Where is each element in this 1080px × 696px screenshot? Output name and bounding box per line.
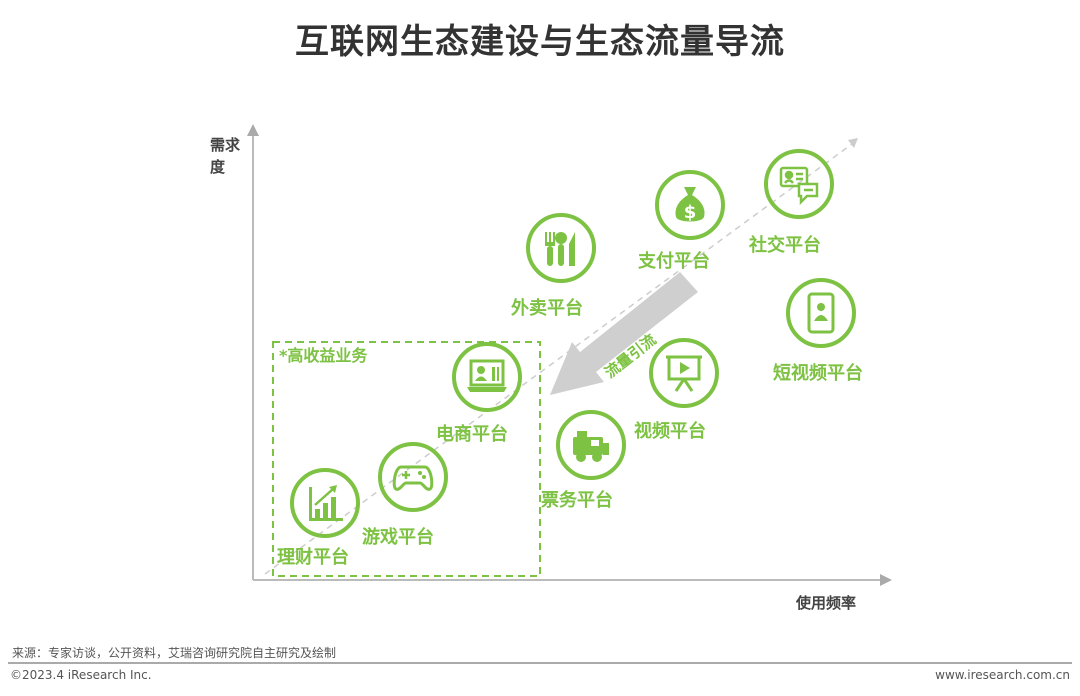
platform-label: 社交平台	[749, 235, 821, 256]
y-axis-arrow	[247, 124, 259, 136]
flow-arrow	[550, 272, 698, 395]
copyright: ©2023.4 iResearch Inc.	[10, 668, 152, 682]
gamepad-icon	[378, 442, 448, 512]
platform-label: 电商平台	[436, 424, 508, 445]
high-revenue-box	[272, 341, 541, 577]
svg-text:$: $	[684, 202, 697, 223]
footer-divider	[8, 662, 1072, 664]
platform-label: 支付平台	[638, 251, 710, 272]
trend-line	[264, 143, 853, 575]
money-bag-icon: $	[655, 170, 725, 240]
high-revenue-label: *高收益业务	[279, 346, 368, 365]
video-screen-icon	[649, 338, 719, 408]
cutlery-icon	[526, 213, 596, 283]
phone-video-icon	[786, 278, 856, 348]
y-axis-label: 需求度	[210, 136, 241, 176]
chat-contact-icon	[764, 149, 834, 219]
website-link[interactable]: www.iresearch.com.cn	[935, 668, 1070, 682]
platform-label: 理财平台	[277, 547, 349, 568]
platform-label: 短视频平台	[773, 363, 863, 384]
platform-label: 外卖平台	[511, 298, 583, 319]
growth-chart-icon	[290, 468, 360, 538]
train-icon	[556, 410, 626, 480]
platform-label: 游戏平台	[362, 527, 434, 548]
page-title: 互联网生态建设与生态流量导流	[295, 22, 785, 62]
platform-label: 票务平台	[541, 490, 613, 511]
x-axis-label: 使用频率	[796, 594, 857, 612]
platform-label: 视频平台	[634, 421, 706, 442]
source-note: 来源：专家访谈，公开资料，艾瑞咨询研究院自主研究及绘制	[12, 646, 337, 660]
x-axis-arrow	[880, 574, 892, 586]
laptop-shop-icon	[452, 342, 522, 412]
trend-arrow	[848, 138, 858, 148]
